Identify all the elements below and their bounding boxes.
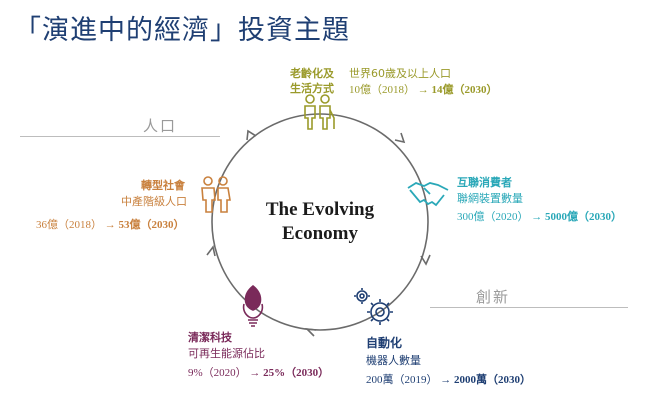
aging-from: 10億（2018）	[349, 84, 415, 96]
automation-from: 200萬（2019）	[366, 374, 438, 386]
connected-stats: 300億（2020） → 5000億（2030）	[457, 208, 622, 224]
society-from: 36億（2018）	[36, 219, 102, 231]
connected-name: 互聯消費者	[457, 176, 512, 189]
family-icon	[298, 92, 338, 132]
center-line-2: Economy	[282, 223, 358, 244]
automation-name: 自動化	[366, 336, 403, 350]
handshake-icon	[406, 176, 450, 212]
center-line-1: The Evolving	[265, 199, 375, 220]
automation-stats: 200萬（2019） → 2000萬（2030）	[366, 371, 531, 387]
society-stats: 36億（2018） → 53億（2030）	[36, 216, 185, 232]
arrow-icon: →	[417, 84, 429, 96]
clean-to: 25%（2030）	[263, 367, 330, 379]
aging-name-1: 老齡化及	[290, 67, 334, 80]
automation-to: 2000萬（2030）	[454, 374, 531, 386]
divider-innovation	[430, 307, 628, 308]
cycle-arrow	[304, 327, 317, 337]
society-name: 轉型社會	[141, 179, 185, 192]
connected-to: 5000億（2030）	[545, 211, 622, 223]
automation-desc: 機器人數量	[366, 354, 421, 367]
aging-name-2: 生活方式	[290, 82, 334, 95]
category-population: 人口	[143, 117, 178, 135]
society-to: 53億（2030）	[118, 219, 185, 231]
cycle-arrow	[394, 132, 406, 144]
aging-to: 14億（2030）	[431, 84, 498, 96]
clean-from: 9%（2020）	[188, 367, 247, 379]
center-label: The Evolving Economy	[230, 198, 410, 246]
society-desc: 中產階級人口	[121, 195, 187, 208]
clean-name: 清潔科技	[188, 331, 232, 344]
clean-desc: 可再生能源佔比	[188, 347, 265, 360]
aging-desc: 世界60歲及以上人口	[349, 67, 451, 80]
connected-from: 300億（2020）	[457, 211, 529, 223]
aging-stats: 10億（2018） → 14億（2030）	[349, 81, 498, 97]
cycle-arrow	[420, 254, 431, 266]
clean-stats: 9%（2020） → 25%（2030）	[188, 364, 329, 380]
page-title: 「演進中的經濟」投資主題	[14, 15, 350, 46]
connected-desc: 聯網裝置數量	[457, 192, 523, 205]
gears-icon	[352, 286, 396, 330]
divider-population	[20, 136, 220, 137]
arrow-icon: →	[249, 367, 261, 379]
arrow-icon: →	[104, 219, 116, 231]
bulb-leaf-icon	[236, 284, 270, 328]
people-icon	[199, 174, 233, 214]
arrow-icon: →	[440, 374, 452, 386]
category-innovation: 創新	[476, 288, 511, 306]
arrow-icon: →	[531, 211, 543, 223]
cycle-arrow	[206, 245, 216, 257]
cycle-arrow	[246, 129, 257, 141]
